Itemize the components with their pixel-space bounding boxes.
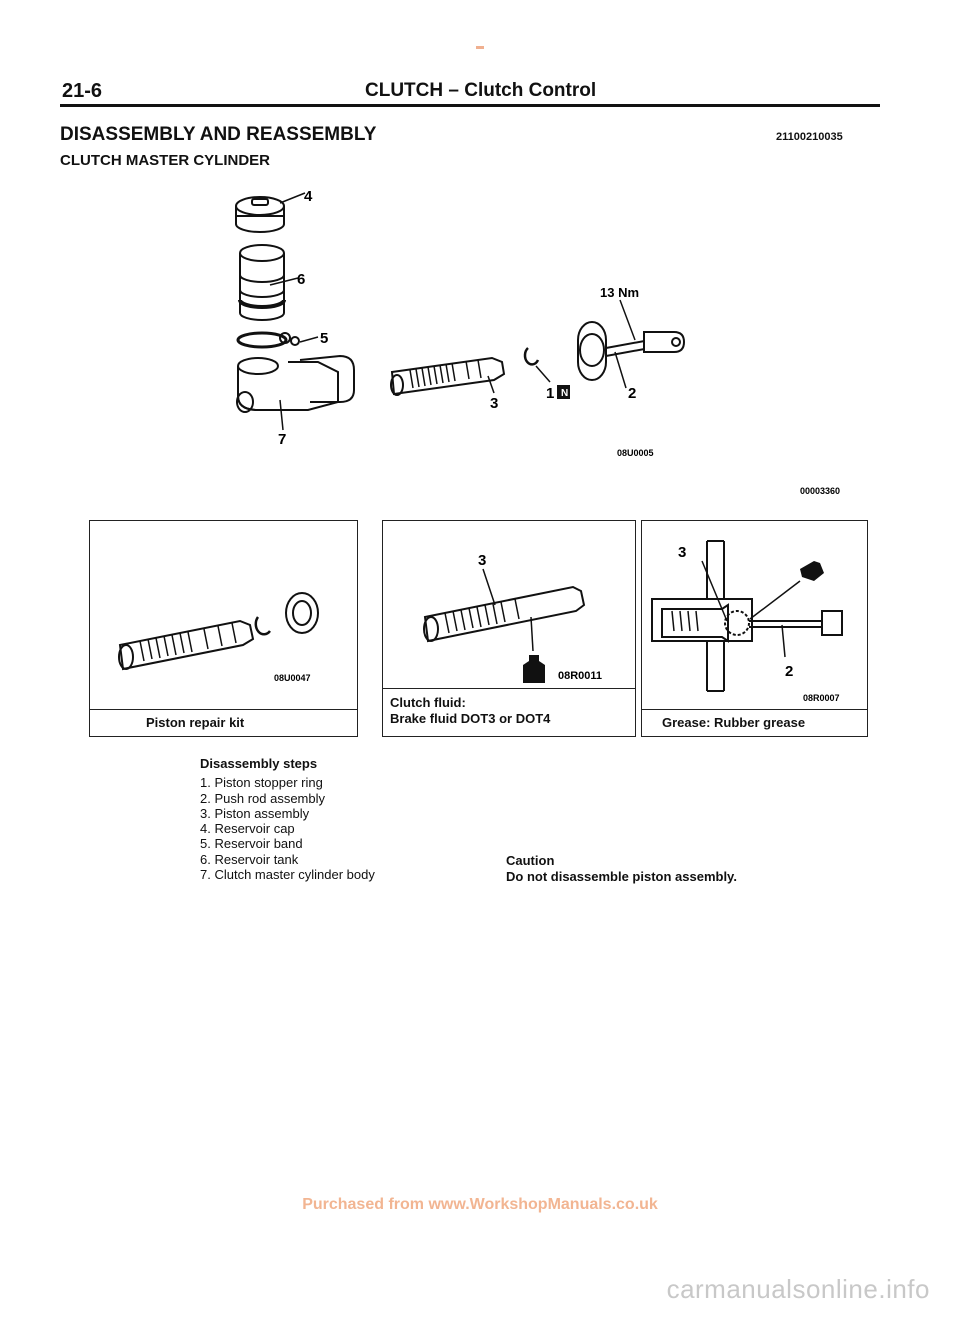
overall-figure-code: 00003360 bbox=[800, 486, 840, 496]
section-subtitle: CLUTCH MASTER CYLINDER bbox=[60, 152, 270, 169]
fig-callout-4: 4 bbox=[304, 188, 313, 205]
middle-box-callout: 3 bbox=[478, 552, 486, 569]
fig-callout-7: 7 bbox=[278, 431, 286, 448]
left-box-figure-code: 08U0047 bbox=[274, 673, 311, 683]
step-item: 3. Piston assembly bbox=[200, 805, 310, 821]
main-figure-code: 08U0005 bbox=[617, 448, 654, 458]
caution-note: Caution Do not disassemble piston assemb… bbox=[506, 853, 737, 884]
fig-callout-1-symbol: N bbox=[561, 388, 568, 399]
step-item: 2. Push rod assembly bbox=[200, 790, 326, 806]
caution-heading: Caution bbox=[506, 853, 555, 868]
steps-heading: Disassembly steps bbox=[200, 756, 318, 771]
header-rule bbox=[60, 104, 880, 107]
right-box-callout-3: 3 bbox=[678, 544, 686, 561]
purchase-note: Purchased from www.WorkshopManuals.co.uk bbox=[302, 1196, 658, 1213]
step-item: 6. Reservoir tank bbox=[200, 851, 299, 867]
page-header-title: CLUTCH – Clutch Control bbox=[365, 80, 597, 101]
piston-kit-illustration: 08U0047 bbox=[118, 592, 319, 683]
watermark: carmanualsonline.info bbox=[666, 1274, 930, 1304]
step-item: 7. Clutch master cylinder body bbox=[200, 867, 375, 883]
piston-repair-kit-box: 08U0047 Piston repair kit bbox=[89, 520, 358, 737]
section-title: DISASSEMBLY AND REASSEMBLY bbox=[60, 124, 377, 145]
disassembly-steps: Disassembly steps 1. Piston stopper ring… bbox=[200, 756, 375, 882]
middle-box-label-2: Brake fluid DOT3 or DOT4 bbox=[390, 711, 551, 726]
torque-spec: 13 Nm bbox=[600, 285, 639, 300]
step-item: 4. Reservoir cap bbox=[200, 821, 295, 837]
fig-callout-3: 3 bbox=[490, 395, 498, 412]
clutch-fluid-box: 3 08R0011 Clutch fluid: Brake fluid DOT3… bbox=[382, 520, 636, 737]
page-number: 21-6 bbox=[62, 80, 103, 102]
box-separator bbox=[642, 709, 867, 710]
middle-box-label-1: Clutch fluid: bbox=[390, 695, 466, 710]
clutch-fluid-illustration: 3 08R0011 bbox=[423, 552, 602, 683]
grease-box: 3 2 08R0007 Grease: Rubber grease bbox=[641, 520, 868, 737]
right-box-figure-code: 08R0007 bbox=[803, 693, 840, 703]
right-box-callout-2: 2 bbox=[785, 663, 793, 680]
left-box-label: Piston repair kit bbox=[146, 715, 245, 730]
fig-callout-6: 6 bbox=[297, 271, 305, 288]
fig-callout-5: 5 bbox=[320, 330, 328, 347]
caution-text: Do not disassemble piston assembly. bbox=[506, 868, 737, 884]
box-separator bbox=[90, 709, 357, 710]
box-separator bbox=[383, 688, 635, 689]
step-item: 1. Piston stopper ring bbox=[200, 775, 323, 791]
fig-callout-1: 1 bbox=[546, 385, 554, 402]
top-mark bbox=[476, 46, 484, 49]
step-item: 5. Reservoir band bbox=[200, 836, 303, 852]
grease-illustration: 3 2 08R0007 bbox=[651, 540, 843, 703]
fig-callout-2: 2 bbox=[628, 385, 636, 402]
right-box-label: Grease: Rubber grease bbox=[662, 715, 806, 730]
exploded-view-illustration: N 4 6 5 7 3 1 2 13 Nm 08U0005 00003360 bbox=[235, 188, 840, 496]
section-code: 21100210035 bbox=[776, 131, 843, 143]
middle-box-figure-code: 08R0011 bbox=[558, 670, 602, 682]
